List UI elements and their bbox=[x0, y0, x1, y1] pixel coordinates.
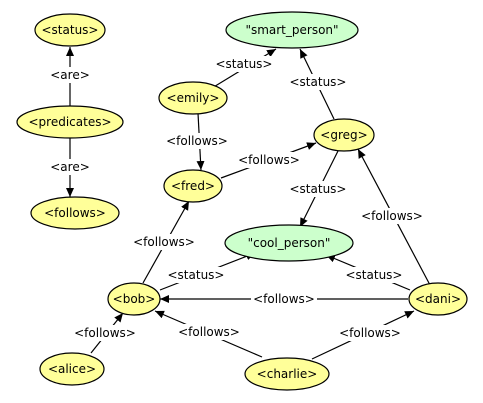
edge-label-bob-fred: <follows> bbox=[133, 235, 195, 249]
node-cool-person[interactable]: "cool_person" bbox=[224, 224, 354, 262]
node-charlie[interactable]: <charlie> bbox=[244, 357, 330, 391]
node-emily-label: <emily> bbox=[167, 91, 220, 105]
edge-label-charlie-dani: <follows> bbox=[339, 326, 401, 340]
edge-label-emily-smart: <status> bbox=[216, 57, 273, 71]
node-cool-person-label: "cool_person" bbox=[248, 236, 331, 250]
node-dani[interactable]: <dani> bbox=[408, 282, 468, 316]
node-charlie-label: <charlie> bbox=[257, 367, 318, 381]
node-smart-person-label: "smart_person" bbox=[245, 23, 338, 37]
node-dani-label: <dani> bbox=[415, 292, 461, 306]
node-fred-label: <fred> bbox=[171, 179, 215, 193]
node-predicates[interactable]: <predicates> bbox=[16, 105, 124, 139]
node-fred[interactable]: <fred> bbox=[163, 169, 223, 203]
edge-labels: <are> <are> <status> <status> <follows> … bbox=[50, 56, 425, 341]
node-greg-label: <greg> bbox=[320, 128, 367, 142]
node-predicates-label: <predicates> bbox=[28, 115, 111, 129]
edge-label-emily-fred: <follows> bbox=[166, 134, 228, 148]
nodes: <status> <predicates> <follows> "smart_p… bbox=[16, 11, 468, 391]
edge-label-dani-cool: <status> bbox=[346, 268, 403, 282]
node-greg[interactable]: <greg> bbox=[313, 118, 375, 152]
node-alice[interactable]: <alice> bbox=[39, 352, 105, 386]
node-follows-label: <follows> bbox=[44, 206, 106, 220]
edge-label-dani-bob: <follows> bbox=[253, 292, 315, 306]
edge-label-alice-bob: <follows> bbox=[74, 326, 136, 340]
edge-label-dani-greg: <follows> bbox=[361, 209, 423, 223]
edge-label-predicates-follows: <are> bbox=[50, 160, 90, 174]
edge-label-predicates-status: <are> bbox=[50, 68, 90, 82]
node-status-label: <status> bbox=[42, 23, 99, 37]
node-alice-label: <alice> bbox=[48, 362, 96, 376]
edge-label-charlie-bob: <follows> bbox=[178, 325, 240, 339]
edge-label-fred-greg: <follows> bbox=[238, 153, 300, 167]
node-status[interactable]: <status> bbox=[34, 13, 106, 47]
node-emily[interactable]: <emily> bbox=[158, 81, 228, 115]
edge-label-bob-cool: <status> bbox=[168, 268, 225, 282]
node-bob-label: <bob> bbox=[113, 292, 156, 306]
node-bob[interactable]: <bob> bbox=[107, 282, 161, 316]
node-smart-person[interactable]: "smart_person" bbox=[225, 11, 359, 49]
edge-label-greg-cool: <status> bbox=[290, 182, 347, 196]
node-follows[interactable]: <follows> bbox=[30, 196, 120, 230]
edge-label-greg-smart: <status> bbox=[290, 75, 347, 89]
